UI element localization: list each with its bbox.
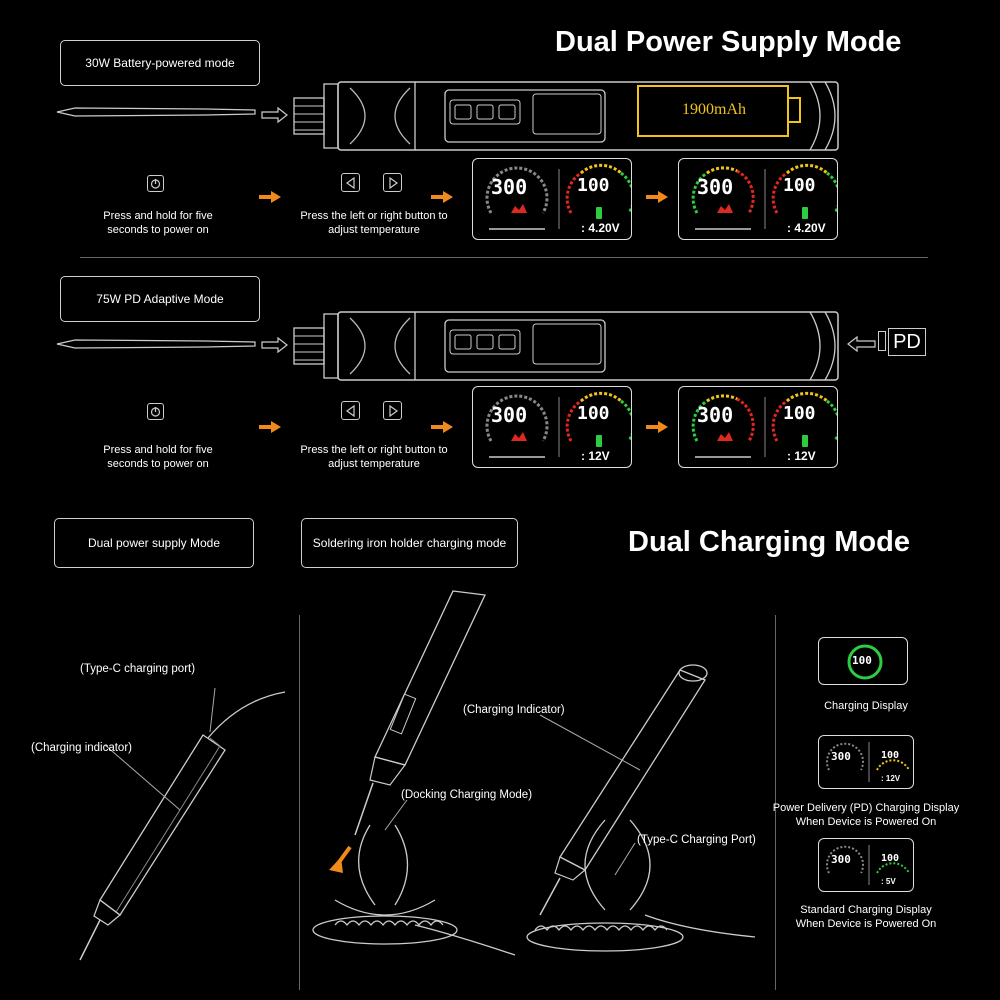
battery-graphic — [637, 85, 801, 137]
left-button-icon — [341, 401, 360, 420]
label-docking-mode: (Docking Charging Mode) — [401, 789, 533, 801]
lcd-temp: 300 — [491, 403, 528, 427]
step-power-caption: Press and hold for five seconds to power… — [103, 210, 213, 236]
soldering-tip-1 — [56, 107, 256, 117]
lcd-temp: 300 — [831, 853, 851, 866]
section-divider — [80, 257, 928, 258]
flow-arrow — [646, 421, 668, 433]
lcd-percent: 100 — [783, 403, 816, 424]
lcd-display-battery-b: 300 100 : 4.20V — [678, 158, 838, 240]
flow-arrow — [259, 421, 281, 433]
label-type-c-port-2: (Type-C Charging Port) — [637, 834, 756, 846]
flow-arrow — [646, 191, 668, 203]
pd-connector — [878, 331, 886, 351]
iron-charging-cable-illustration — [79, 687, 286, 961]
right-button-icon — [383, 173, 402, 192]
insert-arrow-1 — [261, 106, 288, 124]
pd-mode-text: 75W PD Adaptive Mode — [96, 292, 224, 306]
lcd-percent: 100 — [881, 853, 900, 864]
battery-mode-label: 30W Battery-powered mode — [60, 40, 260, 86]
std-charging-display: 300 100 : 5V — [818, 838, 914, 892]
iron-body-1 — [293, 81, 839, 151]
charging-display-caption: Charging Display — [824, 700, 908, 712]
vertical-divider-1 — [299, 615, 300, 990]
charging-title: Dual Charging Mode — [628, 526, 910, 558]
battery-mode-text: 30W Battery-powered mode — [85, 56, 235, 70]
lcd-display-pd-b: 300 100 : 12V — [678, 386, 838, 468]
tab-holder-charging: Soldering iron holder charging mode — [301, 518, 518, 568]
pd-mode-label: 75W PD Adaptive Mode — [60, 276, 260, 322]
flow-arrow — [259, 191, 281, 203]
soldering-tip-2 — [56, 339, 256, 349]
right-button-icon — [383, 401, 402, 420]
flow-arrow — [431, 191, 453, 203]
tab-dual-text: Dual power supply Mode — [87, 536, 221, 550]
lcd-display-pd-a: 300 100 : 12V — [472, 386, 632, 468]
step-power-caption: Press and hold for five seconds to power… — [103, 444, 213, 470]
flow-arrow — [431, 421, 453, 433]
lcd-percent: 100 — [881, 750, 900, 761]
step-adjust-caption: Press the left or right button to adjust… — [300, 210, 448, 236]
pd-input-arrow — [847, 335, 876, 353]
charging-display: 100 — [818, 637, 908, 685]
iron-body-2 — [293, 311, 839, 381]
label-type-c-port: (Type-C charging port) — [80, 663, 196, 675]
battery-capacity: 1900mAh — [682, 101, 746, 118]
lcd-status: : 5V — [881, 877, 896, 886]
lcd-status: : 4.20V — [787, 221, 826, 235]
docking-holder-illustration — [312, 590, 756, 956]
tab-dual-power: Dual power supply Mode — [54, 518, 254, 568]
pd-charging-display: 300 100 : 12V — [818, 735, 914, 789]
lcd-temp: 300 — [697, 403, 734, 427]
lcd-temp: 300 — [831, 750, 851, 763]
tab-holder-text: Soldering iron holder charging mode — [312, 536, 507, 550]
vertical-divider-2 — [775, 615, 776, 990]
lcd-temp: 300 — [697, 175, 734, 199]
label-charging-indicator-2: (Charging Indicator) — [463, 704, 565, 716]
pd-display-caption: Power Delivery (PD) Charging Display Whe… — [772, 802, 960, 828]
std-display-caption: Standard Charging Display When Device is… — [795, 904, 937, 930]
step-adjust-caption: Press the left or right button to adjust… — [300, 444, 448, 470]
power-icon — [147, 403, 164, 420]
left-button-icon — [341, 173, 360, 192]
supply-title: Dual Power Supply Mode — [555, 26, 902, 58]
lcd-display-battery-a: 300 100 : 4.20V — [472, 158, 632, 240]
pd-tag: PD — [888, 328, 926, 356]
lcd-percent: 100 — [577, 403, 610, 424]
insert-arrow-2 — [261, 336, 288, 354]
charging-display-value: 100 — [852, 654, 872, 667]
lcd-percent: 100 — [783, 175, 816, 196]
lcd-status: : 4.20V — [581, 221, 620, 235]
lcd-status: : 12V — [881, 774, 901, 783]
label-charging-indicator: (Charging indicator) — [31, 742, 132, 754]
lcd-status: : 12V — [787, 449, 816, 463]
lcd-status: : 12V — [581, 449, 610, 463]
power-icon — [147, 175, 164, 192]
lcd-temp: 300 — [491, 175, 528, 199]
lcd-percent: 100 — [577, 175, 610, 196]
